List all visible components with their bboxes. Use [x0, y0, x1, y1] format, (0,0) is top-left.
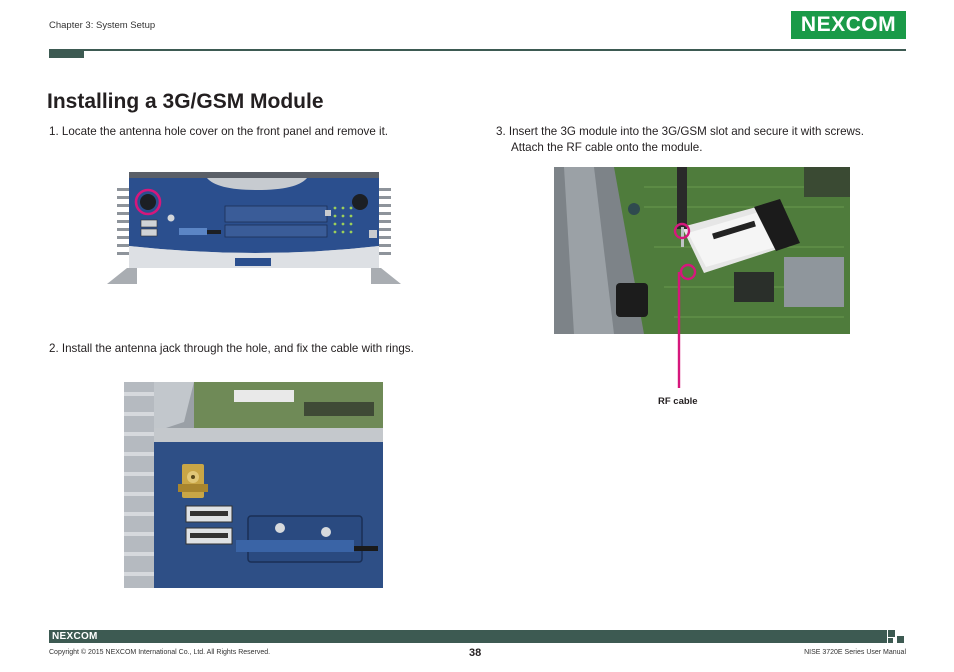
footer-square-2: [897, 636, 904, 643]
module-installed-photo: [554, 167, 850, 334]
page-title: Installing a 3G/GSM Module: [47, 90, 324, 113]
front-panel-photo: [107, 168, 401, 286]
step-2-text: 2. Install the antenna jack through the …: [49, 342, 414, 355]
rf-cable-label: RF cable: [658, 396, 698, 407]
manual-title: NISE 3720E Series User Manual: [804, 649, 906, 656]
copyright-text: Copyright © 2015 NEXCOM International Co…: [49, 649, 271, 656]
step-3-line-1: 3. Insert the 3G module into the 3G/GSM …: [496, 125, 864, 138]
header-rule: [49, 49, 906, 51]
footer-square-3: [888, 638, 893, 643]
chapter-label: Chapter 3: System Setup: [49, 20, 156, 31]
header-tab: [49, 49, 84, 58]
page-number: 38: [469, 647, 482, 659]
antenna-jack-photo: [124, 382, 383, 588]
step-3-text: 3. Insert the 3G module into the 3G/GSM …: [496, 124, 906, 156]
footer-logo: NEXCOM: [52, 631, 98, 642]
footer-bar: [49, 630, 887, 643]
nexcom-logo: NEXCOM: [791, 11, 906, 39]
footer-square-1: [888, 630, 895, 637]
step-3-line-2: Attach the RF cable onto the module.: [511, 141, 703, 154]
rf-cable-callout-line: [677, 272, 681, 388]
step-1-text: 1. Locate the antenna hole cover on the …: [49, 125, 389, 138]
logo-text: NEXCOM: [800, 13, 897, 36]
